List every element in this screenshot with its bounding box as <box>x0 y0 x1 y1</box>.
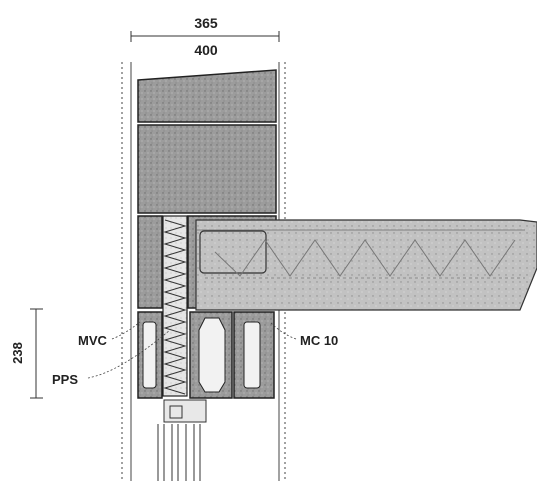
dimension-365: 365 <box>194 15 218 31</box>
masonry-block-upper <box>137 124 277 214</box>
dimension-238: 238 <box>10 342 25 364</box>
slab-ring-beam <box>199 230 267 274</box>
top-dimension <box>130 31 280 42</box>
masonry-block-left <box>137 215 163 309</box>
window-frame <box>157 399 207 481</box>
slab-truss <box>214 239 516 277</box>
leader-lines <box>87 321 297 379</box>
insulation-zigzag <box>163 219 187 395</box>
top-block <box>137 69 277 123</box>
label-mc10: MC 10 <box>300 333 338 348</box>
label-pps: PPS <box>52 372 78 387</box>
floor-slab <box>195 219 537 311</box>
left-dimension <box>30 308 43 399</box>
insulation-strip <box>162 215 188 397</box>
dimension-400: 400 <box>194 42 218 58</box>
label-mvc: MVC <box>78 333 108 348</box>
